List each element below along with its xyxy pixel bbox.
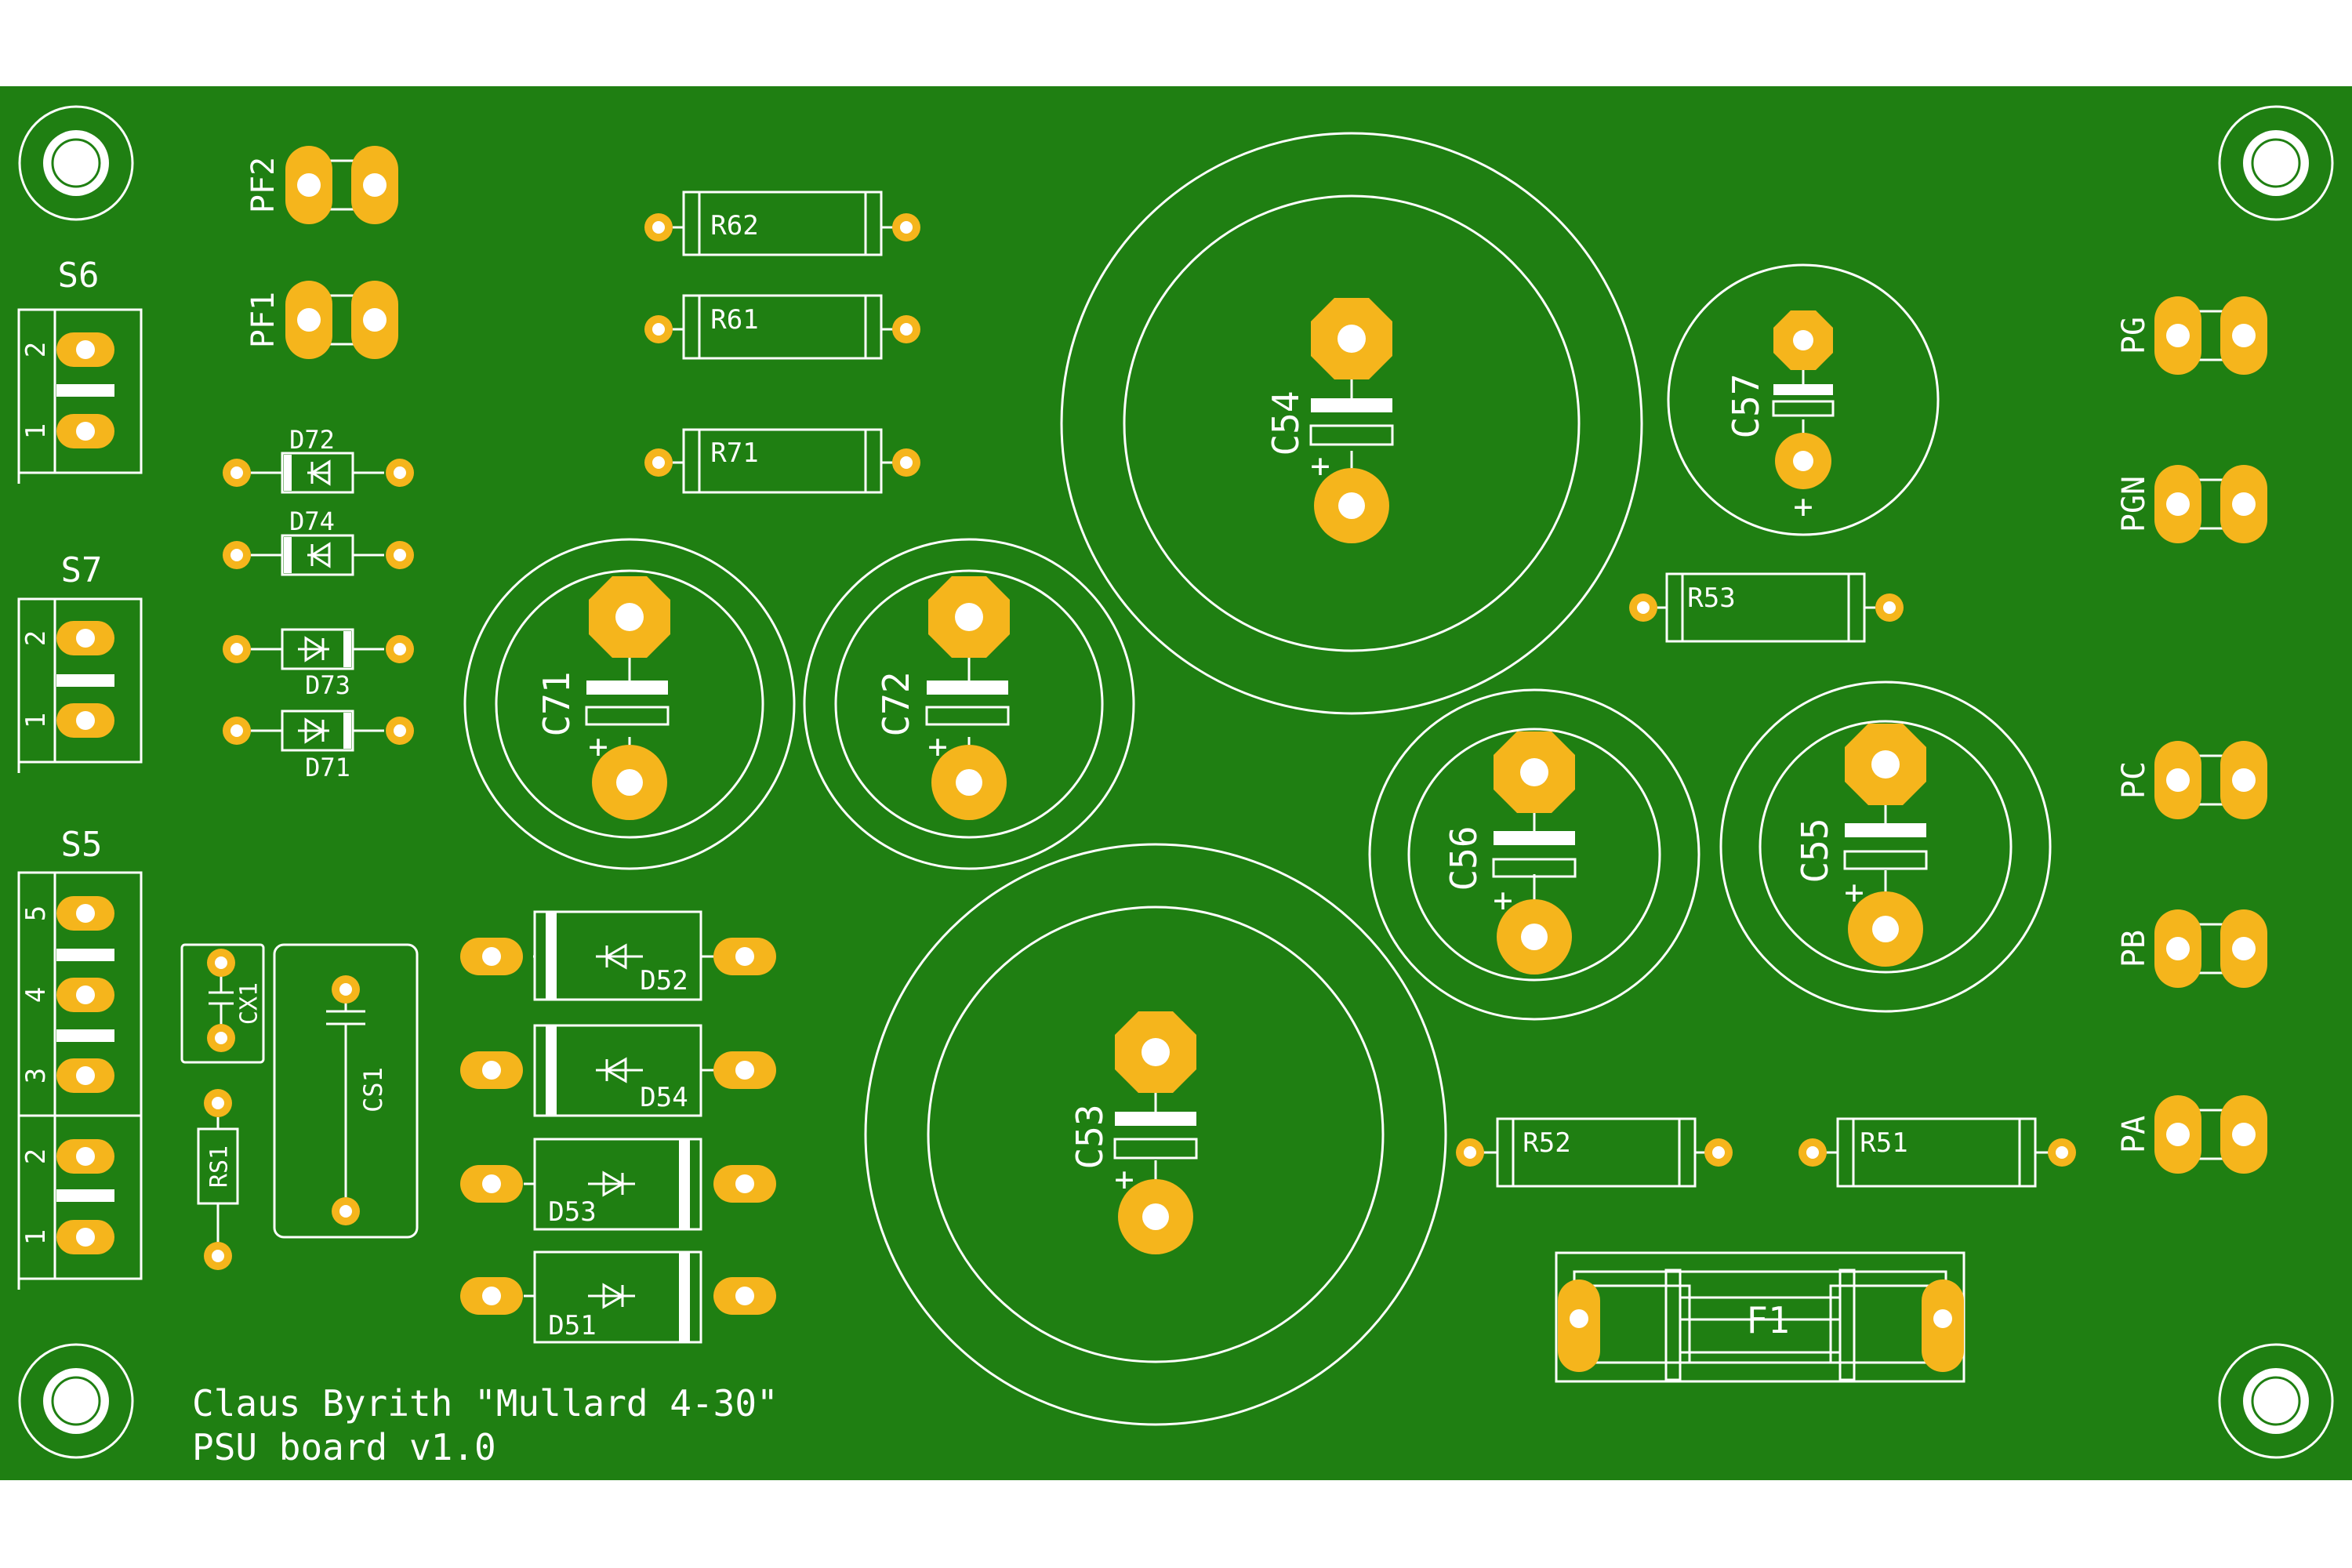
s6-pin-1: 1 [20,423,52,439]
c56-plus: + [1493,881,1512,920]
c56-capacitor: + C56 [1368,688,1700,1021]
s5-pin-3: 3 [20,1068,52,1083]
mounting-hole [2218,105,2334,221]
c57-label: C57 [1725,373,1767,438]
s5-pin-2: 2 [20,1149,52,1164]
c55-label: C55 [1794,818,1836,883]
r53-label: R53 [1687,583,1735,614]
board-title-line2: PSU board v1.0 [192,1426,496,1468]
d73-diode: D73 [223,628,414,700]
pf2-label: PF2 [245,157,281,213]
cs1-capacitor: CS1 [273,943,419,1239]
board-title-line1: Claus Byrith "Mullard 4-30" [192,1382,779,1425]
pg-terminal: PG [2116,295,2269,376]
cx1-label: CX1 [236,982,263,1025]
r51-label: R51 [1860,1127,1907,1159]
c55-plus: + [1844,873,1864,912]
s7-pin-1: 1 [20,713,52,728]
d72-diode: D72 [223,425,414,494]
pgn-terminal: PGN [2116,463,2269,545]
d74-label: D74 [289,506,335,536]
c57-capacitor: + C57 [1667,263,1940,536]
cs1-label: CS1 [358,1067,388,1112]
c55-capacitor: + C55 [1719,681,2052,1013]
r52-resistor: R52 [1456,1117,1733,1188]
c71-capacitor: + C71 [463,538,796,870]
d54-label: D54 [640,1082,688,1113]
s5-label: S5 [61,825,103,865]
d52-diode: D52 [460,910,776,1001]
pg-label: PG [2116,317,2152,354]
pa-label: PA [2116,1116,2152,1153]
c53-capacitor: + C53 [864,843,1447,1426]
r61-resistor: R61 [644,294,920,360]
pf1-connector: PF1 [245,279,400,361]
c57-plus: + [1793,488,1813,526]
s5-pin-1: 1 [20,1229,52,1245]
r53-resistor: R53 [1629,572,1904,643]
f1-label: F1 [1746,1299,1789,1341]
r52-label: R52 [1523,1127,1570,1159]
s5-pin-5: 5 [20,906,52,921]
mounting-hole [18,105,134,221]
d74-diode: D74 [223,506,414,576]
pa-terminal: PA [2116,1094,2269,1175]
mounting-hole [2218,1343,2334,1459]
d72-label: D72 [289,425,335,455]
c53-label: C53 [1069,1104,1111,1169]
r62-label: R62 [710,210,758,241]
s7-connector: S7 2 1 [17,550,143,773]
s6-label: S6 [58,256,100,296]
s5-pin-4: 4 [20,987,52,1003]
c54-plus: + [1310,447,1330,485]
pc-label: PC [2116,761,2152,799]
pf1-label: PF1 [245,292,281,348]
r71-resistor: R71 [644,428,920,494]
c56-label: C56 [1443,826,1485,891]
d51-label: D51 [548,1310,596,1341]
pb-label: PB [2116,930,2152,967]
pc-terminal: PC [2116,739,2269,821]
d52-label: D52 [640,965,688,996]
pf2-connector: PF2 [245,144,400,226]
d51-diode: D51 [460,1250,776,1344]
s6-pin-2: 2 [20,342,52,358]
mounting-hole [18,1343,134,1459]
s7-pin-2: 2 [20,630,52,646]
r71-label: R71 [710,437,758,469]
f1-fuse: F1 [1555,1251,1965,1383]
r62-resistor: R62 [644,191,920,256]
c72-capacitor: + C72 [803,538,1135,870]
c71-plus: + [588,728,608,766]
c71-label: C71 [535,671,578,736]
rs1-resistor: RS1 [197,1089,239,1270]
r51-resistor: R51 [1798,1117,2076,1188]
pb-terminal: PB [2116,908,2269,989]
d71-label: D71 [305,753,350,782]
c54-capacitor: + C54 [1060,132,1643,715]
d54-diode: D54 [460,1024,776,1117]
cx1-capacitor: CX1 [180,943,265,1064]
c54-label: C54 [1265,390,1307,456]
d53-diode: D53 [460,1138,776,1231]
rs1-label: RS1 [206,1145,234,1188]
r61-label: R61 [710,304,758,336]
c72-plus: + [927,728,947,766]
c53-plus: + [1114,1160,1134,1199]
pgn-label: PGN [2116,476,2152,532]
s6-connector: S6 2 1 [17,256,143,484]
d73-label: D73 [305,670,350,700]
c72-label: C72 [875,671,917,736]
d53-label: D53 [548,1196,596,1228]
d71-diode: D71 [223,710,414,782]
s7-label: S7 [61,550,103,590]
s5-connector: S5 5 4 3 2 1 [17,825,143,1290]
